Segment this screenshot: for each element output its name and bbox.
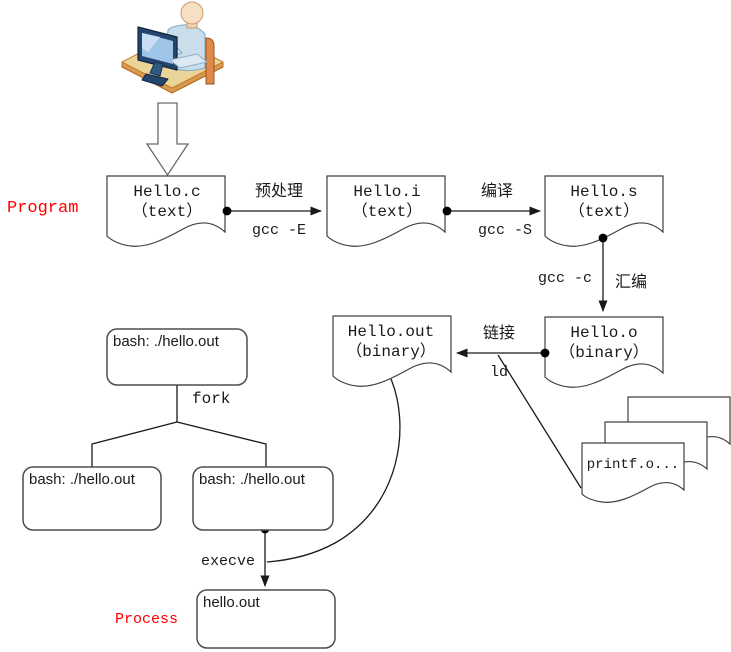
doc-hello-c-type: （text） — [131, 203, 203, 221]
process-stage-label: Process — [115, 611, 179, 628]
doc-hello-o-type: （binary） — [559, 344, 649, 362]
link-cmd-label: ld — [489, 364, 508, 381]
bash-parent-label: bash: ./hello.out — [113, 333, 219, 350]
user-to-program-arrow — [145, 102, 190, 177]
compile-cmd-label: gcc -S — [477, 222, 532, 239]
doc-printf-o-label: printf.o... — [586, 457, 680, 473]
assemble-cmd-label: gcc -c — [537, 270, 592, 287]
keyboard — [169, 53, 208, 69]
box-hello-out-process — [196, 589, 336, 649]
box-bash-child-left — [22, 466, 162, 531]
box-bash-child-right — [192, 466, 334, 531]
link-step-label: 链接 — [482, 323, 515, 342]
doc-hello-i-type: （text） — [351, 203, 423, 221]
program-stage-label: Program — [7, 199, 79, 218]
preprocess-cmd-label: gcc -E — [251, 222, 306, 239]
doc-hello-c-label: Hello.c （text） — [107, 182, 227, 222]
user-computer-clipart — [121, 1, 224, 94]
doc-hello-s-label: Hello.s （text） — [545, 182, 663, 222]
doc-hello-o-name: Hello.o — [570, 324, 638, 342]
bash-child-right-label: bash: ./hello.out — [199, 471, 305, 488]
monitor-base — [141, 73, 169, 87]
assemble-step-label: 汇编 — [614, 272, 647, 291]
execve-label: execve — [201, 553, 256, 570]
doc-hello-c-name: Hello.c — [133, 183, 201, 201]
fork-label: fork — [192, 390, 231, 408]
doc-hello-out-type: （binary） — [346, 343, 436, 361]
edge-fork-right — [176, 421, 267, 467]
doc-hello-o-label: Hello.o （binary） — [545, 323, 663, 363]
doc-hello-out-name: Hello.out — [347, 323, 435, 341]
doc-hello-s-name: Hello.s — [570, 183, 638, 201]
monitor-shine — [142, 33, 160, 52]
hello-out-process-label: hello.out — [203, 594, 260, 611]
bash-child-left-label: bash: ./hello.out — [29, 471, 135, 488]
person-head — [180, 1, 204, 25]
doc-hello-out-label: Hello.out （binary） — [333, 322, 449, 362]
box-bash-parent — [106, 328, 248, 386]
edge-binary-to-process — [266, 378, 401, 563]
doc-hello-s-type: （text） — [568, 203, 640, 221]
edge-fork-left — [91, 421, 178, 467]
edge-link-library — [497, 354, 582, 489]
chair — [205, 37, 215, 85]
preprocess-step-label: 预处理 — [254, 181, 303, 200]
monitor-stand — [149, 61, 164, 77]
compile-step-label: 编译 — [480, 181, 513, 200]
doc-hello-i-label: Hello.i （text） — [327, 182, 447, 222]
doc-hello-i-name: Hello.i — [353, 183, 421, 201]
